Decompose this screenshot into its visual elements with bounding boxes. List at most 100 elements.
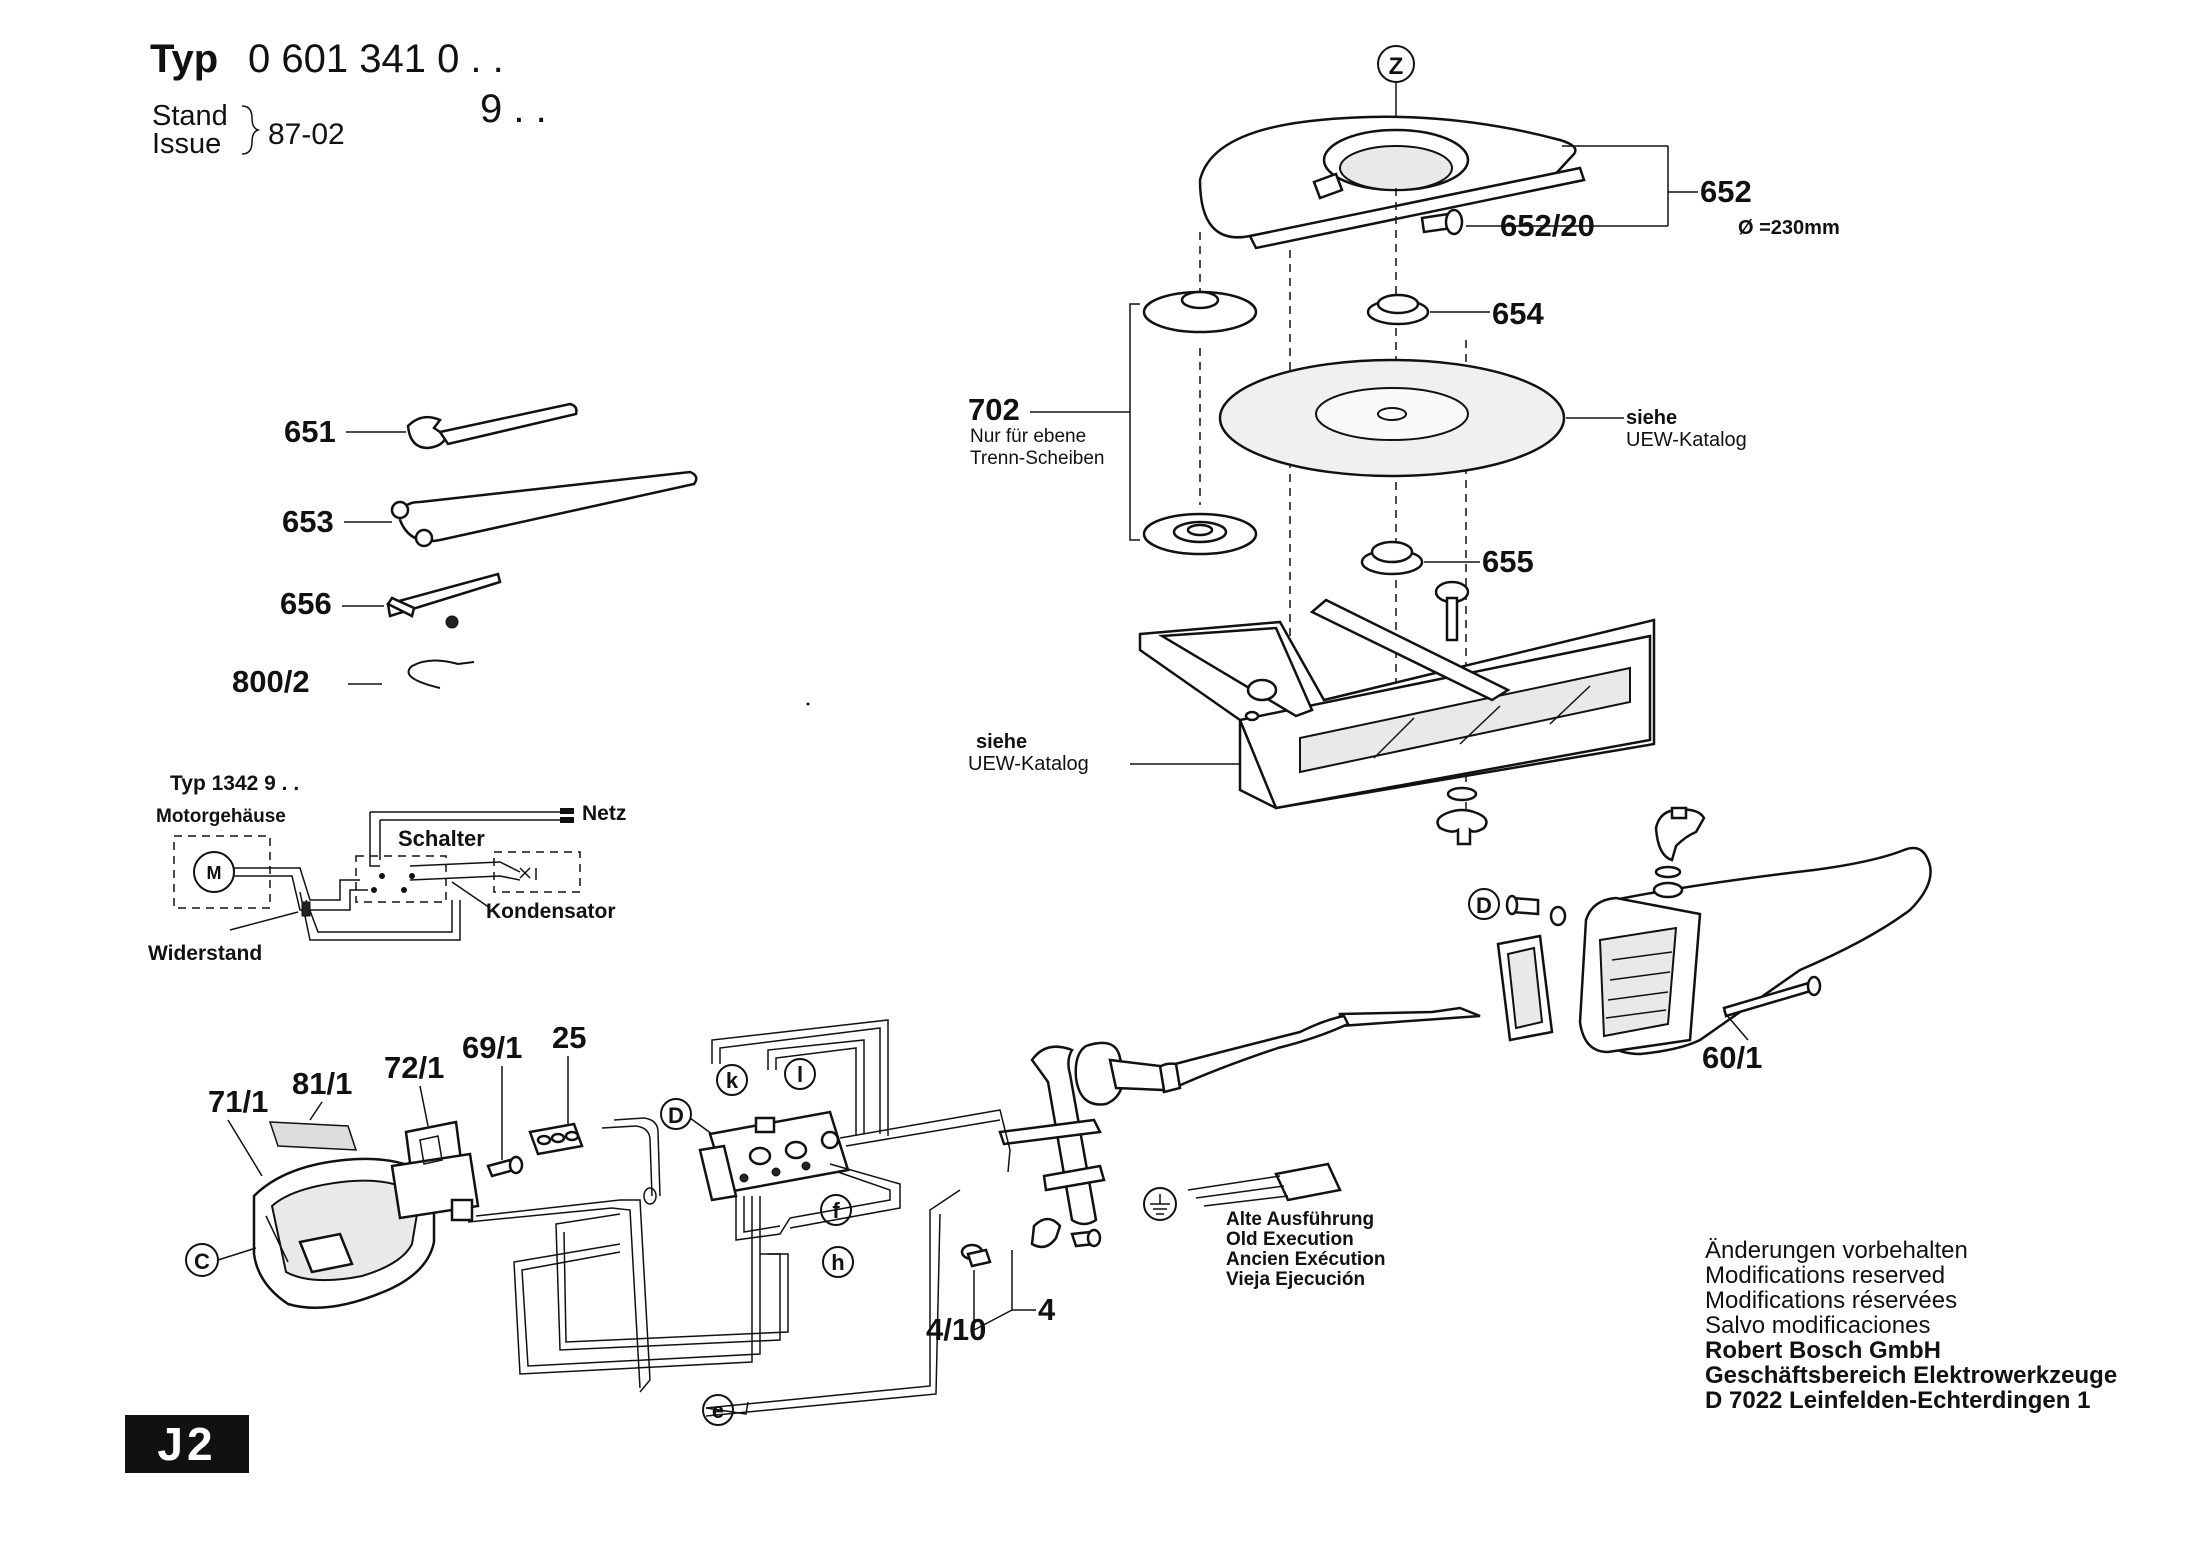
wheel-guard xyxy=(1198,115,1586,250)
guide-uew-katalog: UEW-Katalog xyxy=(968,753,1089,775)
page-code-badge: J2 xyxy=(125,1415,249,1473)
part-label-72-1: 72/1 xyxy=(384,1050,444,1085)
notes-block: Änderungen vorbehalten Modifications res… xyxy=(1705,1238,2117,1413)
cable-clamp-screw-4 xyxy=(1030,1217,1102,1249)
typ-number: 0 601 341 0 . . xyxy=(248,37,504,81)
schematic-switch-label: Schalter xyxy=(398,826,485,851)
part-label-652-20: 652/20 xyxy=(1500,208,1595,243)
note-de: Änderungen vorbehalten xyxy=(1705,1237,1968,1264)
marker-k-text: k xyxy=(726,1068,739,1093)
issue-label: Issue xyxy=(152,128,221,160)
marker-l xyxy=(784,1058,816,1090)
marker-d-switch-text: D xyxy=(668,1103,684,1128)
typ-label: Typ xyxy=(150,37,218,81)
open-wrench xyxy=(406,402,578,450)
grinding-disc xyxy=(1218,358,1566,478)
note-fr: Modifications réservées xyxy=(1705,1287,1958,1314)
flange-702-lower xyxy=(1142,512,1258,556)
marker-e-text: e xyxy=(712,1398,724,1423)
internal-wiring xyxy=(467,1019,1011,1417)
carriage-bolt xyxy=(1434,580,1470,642)
screw-4-10 xyxy=(960,1243,992,1268)
part-label-71-1: 71/1 xyxy=(208,1084,268,1119)
part-label-4: 4 xyxy=(1038,1292,1056,1327)
part-label-25: 25 xyxy=(552,1020,586,1055)
company-address: D 7022 Leinfelden-Echterdingen 1 xyxy=(1705,1387,2091,1414)
note-es: Salvo modificaciones xyxy=(1705,1312,1931,1339)
motor-housing-box xyxy=(173,835,271,909)
part-702-note-2: Trenn-Scheiben xyxy=(970,448,1104,469)
schematic-resistor-label: Widerstand xyxy=(148,942,262,965)
marker-k xyxy=(716,1064,748,1096)
part-label-656: 656 xyxy=(280,586,332,621)
marker-h xyxy=(822,1246,854,1278)
old-execution-es: Vieja Ejecución xyxy=(1226,1269,1365,1290)
stand-label: Stand xyxy=(152,100,228,132)
old-execution-fr: Ancien Exécution xyxy=(1226,1249,1385,1270)
marker-h-text: h xyxy=(831,1250,844,1275)
part-label-654: 654 xyxy=(1492,296,1544,331)
wing-nut xyxy=(1436,786,1488,846)
terminal-block-25 xyxy=(528,1122,584,1156)
typ-variant: 9 . . xyxy=(480,87,547,131)
cable-guide-bracket xyxy=(998,1045,1106,1226)
guide-siehe: siehe xyxy=(976,731,1027,753)
diameter-note: Ø =230mm xyxy=(1738,217,1840,239)
old-execution-connector xyxy=(1187,1162,1342,1207)
guard-screw xyxy=(1420,208,1464,236)
schematic-title: Typ 1342 9 . . xyxy=(170,772,299,795)
part-label-653: 653 xyxy=(282,504,334,539)
clamp-nut xyxy=(1360,540,1424,576)
part-label-60-1: 60/1 xyxy=(1702,1040,1762,1075)
capacitor-box xyxy=(493,851,581,893)
issue-date: 87-02 xyxy=(268,118,345,151)
part-label-69-1: 69/1 xyxy=(462,1030,522,1065)
marker-l-text: l xyxy=(797,1062,803,1087)
company-name: Robert Bosch GmbH xyxy=(1705,1337,1942,1364)
motor-symbol xyxy=(193,851,235,893)
hex-key xyxy=(386,572,502,629)
switch-bracket xyxy=(390,1120,480,1222)
marker-d-handle xyxy=(1468,888,1500,920)
old-execution-en: Old Execution xyxy=(1226,1229,1354,1250)
marker-c-text: C xyxy=(194,1249,210,1274)
disc-siehe: siehe xyxy=(1626,407,1677,429)
marker-z-text: Z xyxy=(1389,53,1404,80)
note-en: Modifications reserved xyxy=(1705,1262,1946,1289)
pin-spanner xyxy=(390,470,698,548)
handle-gasket xyxy=(1496,934,1554,1042)
marker-f xyxy=(820,1194,852,1226)
cutting-guide xyxy=(1138,598,1656,810)
marker-d-handle-text: D xyxy=(1476,893,1492,918)
ground-symbol xyxy=(1143,1187,1177,1221)
company-division: Geschäftsbereich Elektrowerkzeuge xyxy=(1705,1362,2118,1389)
flange-702-upper xyxy=(1142,290,1258,334)
handle-switch-knob xyxy=(1652,806,1706,899)
small-screw-69-1 xyxy=(486,1155,524,1178)
part-label-81-1: 81/1 xyxy=(292,1066,352,1101)
end-cap-housing xyxy=(252,1157,436,1309)
part-label-651: 651 xyxy=(284,414,336,449)
schematic-capacitor-label: Kondensator xyxy=(486,900,616,923)
schematic-motor-letter: M xyxy=(207,863,222,883)
main-switch xyxy=(698,1110,850,1202)
old-execution-de: Alte Ausführung xyxy=(1226,1209,1374,1230)
retaining-clip xyxy=(407,659,475,689)
schematic-mains-label: Netz xyxy=(582,802,626,825)
part-label-702: 702 xyxy=(968,392,1020,427)
disc-uew-katalog: UEW-Katalog xyxy=(1626,429,1747,451)
marker-d-switch xyxy=(660,1098,692,1130)
part-label-4-10: 4/10 xyxy=(926,1312,986,1347)
part-label-652: 652 xyxy=(1700,174,1752,209)
part-label-655: 655 xyxy=(1482,544,1534,579)
nameplate-label xyxy=(268,1121,358,1151)
part-702-note-1: Nur für ebene xyxy=(970,426,1086,447)
part-label-800-2: 800/2 xyxy=(232,664,310,699)
marker-e xyxy=(702,1394,734,1426)
wiring-schematic xyxy=(173,808,581,941)
rear-handle xyxy=(1578,846,1932,1056)
power-cable xyxy=(1074,1006,1481,1106)
marker-f-text: f xyxy=(832,1198,840,1223)
stand-issue-brace xyxy=(241,105,261,155)
